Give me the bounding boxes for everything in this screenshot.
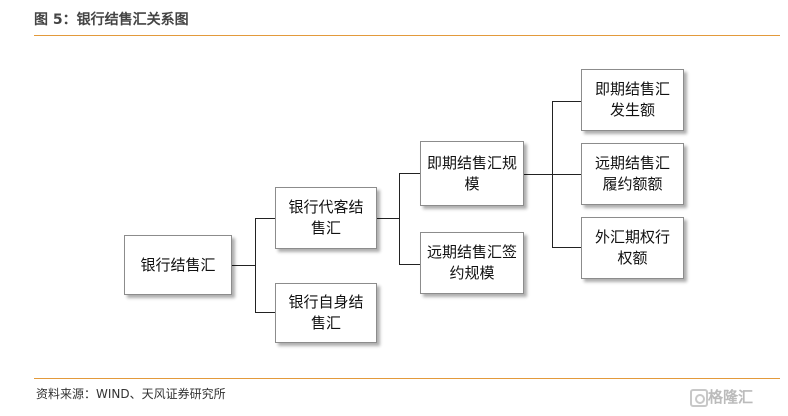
node-forward-scale: 远期结售汇签约规模 bbox=[420, 232, 524, 294]
node-agent-settlement-label: 银行代客结售汇 bbox=[288, 198, 364, 237]
node-spot-scale: 即期结售汇规模 bbox=[420, 141, 524, 206]
source-note: 资料来源：WIND、天风证券研究所 bbox=[36, 387, 226, 401]
figure-title: 图 5：银行结售汇关系图 bbox=[34, 12, 189, 28]
node-fx-option: 外汇期权行权额 bbox=[581, 217, 684, 279]
node-spot-amount-label: 即期结售汇发生额 bbox=[594, 80, 670, 119]
node-fx-option-label: 外汇期权行权额 bbox=[594, 228, 670, 267]
watermark-text: 格隆汇 bbox=[708, 388, 754, 406]
top-rule bbox=[34, 35, 780, 36]
node-self-settlement-label: 银行自身结售汇 bbox=[288, 293, 364, 332]
node-spot-scale-label: 即期结售汇规模 bbox=[427, 153, 518, 193]
bottom-rule bbox=[34, 378, 780, 379]
watermark-logo-icon bbox=[690, 389, 708, 407]
node-forward-perform: 远期结售汇履约额额 bbox=[581, 143, 684, 205]
node-forward-scale-label: 远期结售汇签约规模 bbox=[427, 243, 518, 282]
node-bank-fx-settlement-label: 银行结售汇 bbox=[140, 255, 216, 274]
node-spot-amount: 即期结售汇发生额 bbox=[581, 69, 684, 131]
node-forward-perform-label: 远期结售汇履约额额 bbox=[594, 154, 670, 193]
node-self-settlement: 银行自身结售汇 bbox=[275, 283, 377, 343]
node-bank-fx-settlement: 银行结售汇 bbox=[124, 235, 232, 295]
node-agent-settlement: 银行代客结售汇 bbox=[275, 187, 377, 249]
